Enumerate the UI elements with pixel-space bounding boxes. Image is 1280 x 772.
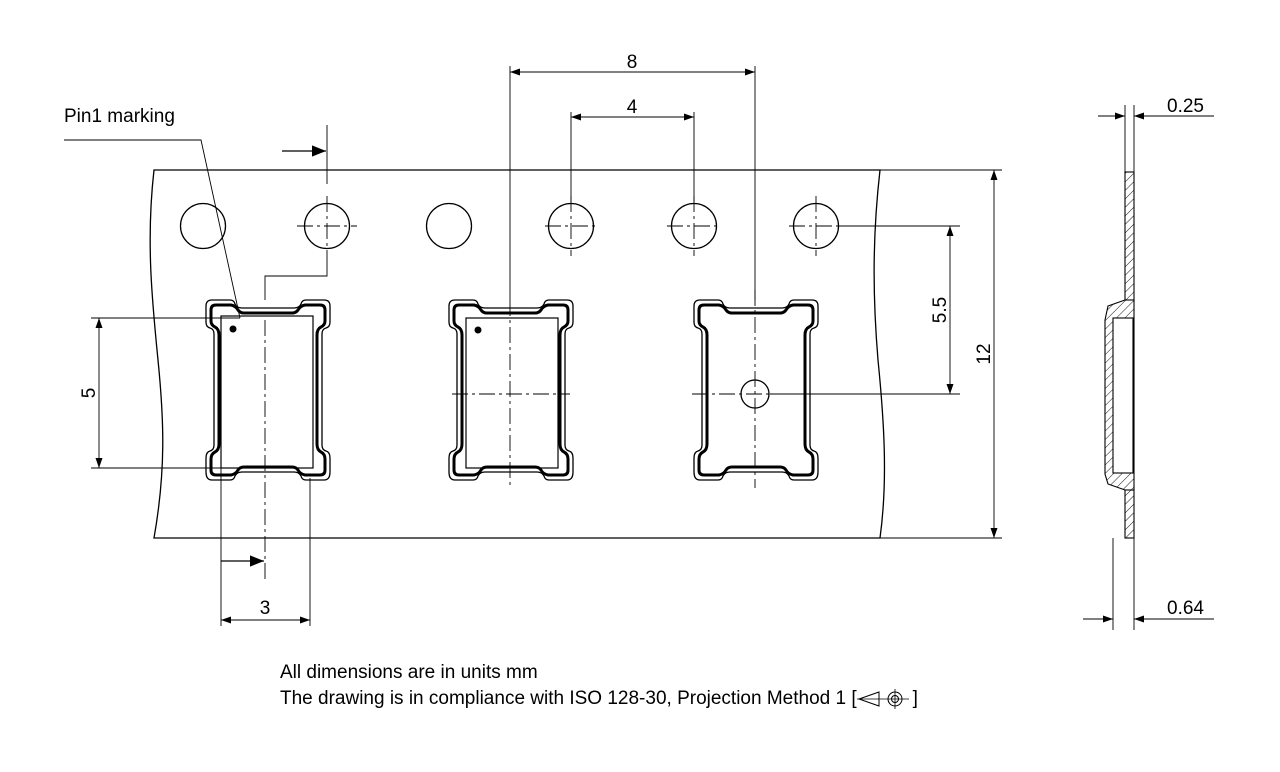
side-view: 0.25 0.64	[1083, 96, 1214, 630]
label-pitch-8: 8	[627, 52, 638, 73]
sprocket-hole	[425, 202, 473, 250]
projection-note: The drawing is in compliance with ISO 12…	[280, 688, 918, 710]
tape-body	[149, 169, 886, 539]
tape-section-bottom	[1124, 489, 1135, 539]
label-5-5: 5.5	[930, 297, 951, 323]
dimension-lines	[95, 68, 998, 624]
pin1-dot-1	[229, 325, 237, 333]
pocket-2	[447, 298, 575, 482]
label-hole-pitch-4: 4	[627, 97, 638, 118]
component-1	[220, 315, 314, 469]
pocket-1	[204, 298, 332, 482]
projection-note-prefix: The drawing is in compliance with ISO 12…	[280, 688, 857, 709]
units-note: All dimensions are in units mm	[280, 662, 538, 683]
sprocket-holes	[179, 202, 840, 250]
component-section	[1112, 317, 1134, 474]
label-pin1-marking: Pin1 marking	[64, 106, 175, 127]
projection-note-suffix: ]	[912, 688, 918, 709]
label-width-12: 12	[974, 343, 995, 364]
label-depth-0-64: 0.64	[1167, 598, 1204, 619]
extension-lines	[64, 66, 1002, 626]
label-pocket-5: 5	[79, 388, 100, 399]
component-2	[465, 317, 559, 469]
label-thickness-0-25: 0.25	[1167, 96, 1204, 117]
pocket-3	[692, 298, 820, 482]
tape-section-top	[1124, 171, 1135, 301]
center-lines	[264, 196, 843, 582]
pin1-dot-2	[474, 326, 482, 334]
pocket-hole	[740, 379, 770, 409]
projection-method-icon	[856, 688, 909, 709]
sprocket-hole	[179, 202, 227, 250]
label-3: 3	[260, 598, 271, 619]
